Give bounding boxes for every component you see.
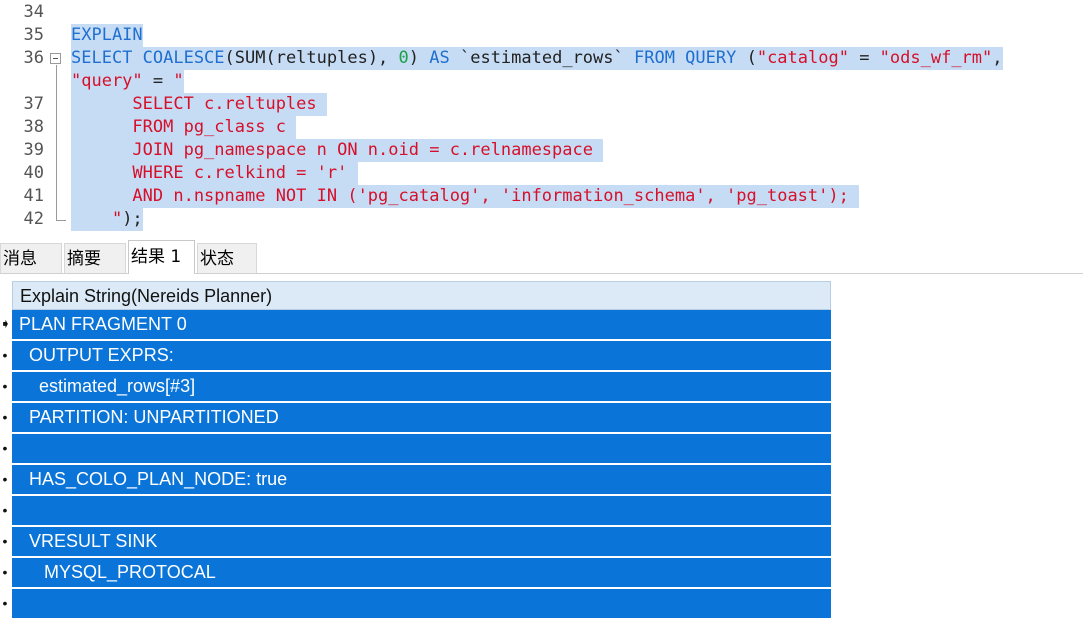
code-text: WHERE c.relkind = 'r' bbox=[71, 162, 358, 185]
code-token: "catalog" bbox=[756, 48, 849, 68]
code-token: "ods_wf_rm" bbox=[879, 48, 993, 68]
code-token: SELECT COALESCE bbox=[71, 48, 225, 68]
bullet-icon: • bbox=[2, 409, 8, 425]
table-row[interactable] bbox=[12, 589, 831, 619]
code-line[interactable]: 35 EXPLAIN bbox=[0, 24, 1083, 47]
table-row[interactable]: HAS_COLO_PLAN_NODE: true bbox=[12, 465, 831, 495]
table-row[interactable]: estimated_rows[#3] bbox=[12, 372, 831, 402]
line-number: 37 bbox=[23, 94, 44, 114]
code-token: EXPLAIN bbox=[71, 25, 143, 45]
code-token: FROM QUERY bbox=[633, 48, 737, 68]
code-line[interactable]: 38 FROM pg_class c bbox=[0, 116, 1083, 139]
arrow-right-icon: ➧ bbox=[0, 316, 11, 331]
code-token: " bbox=[71, 209, 123, 229]
fold-guide bbox=[56, 65, 57, 221]
code-token: `estimated_rows` bbox=[449, 48, 634, 68]
code-line[interactable]: 40 WHERE c.relkind = 'r' bbox=[0, 162, 1083, 185]
code-line[interactable]: 41 AND n.nspname NOT IN ('pg_catalog', '… bbox=[0, 185, 1083, 208]
code-token: ( bbox=[736, 48, 757, 68]
bullet-icon: • bbox=[2, 347, 8, 363]
code-token: 0 bbox=[398, 48, 409, 68]
code-token: = bbox=[848, 48, 880, 68]
code-text: SELECT c.reltuples bbox=[71, 93, 327, 116]
code-text: EXPLAIN bbox=[71, 24, 143, 47]
table-row[interactable] bbox=[12, 496, 831, 526]
bullet-icon: • bbox=[2, 533, 8, 549]
code-line[interactable]: 39 JOIN pg_namespace n ON n.oid = c.reln… bbox=[0, 139, 1083, 162]
code-line[interactable]: "query" = " bbox=[0, 70, 1083, 93]
bullet-icon: • bbox=[2, 564, 8, 580]
code-token: AS bbox=[429, 48, 450, 68]
code-text: AND n.nspname NOT IN ('pg_catalog', 'inf… bbox=[71, 185, 860, 208]
code-line[interactable]: 37 SELECT c.reltuples bbox=[0, 93, 1083, 116]
bullet-icon: • bbox=[2, 471, 8, 487]
code-text: "); bbox=[71, 208, 143, 231]
line-number: 41 bbox=[23, 186, 44, 206]
line-number: 42 bbox=[23, 209, 44, 229]
line-number: 36 bbox=[23, 48, 44, 68]
code-token: "query" bbox=[71, 71, 143, 91]
code-text: FROM pg_class c bbox=[71, 116, 297, 139]
code-token: " bbox=[173, 71, 184, 91]
table-row[interactable]: PARTITION: UNPARTITIONED bbox=[12, 403, 831, 433]
code-token: = bbox=[142, 71, 174, 91]
tab-0[interactable]: 消息 bbox=[0, 243, 62, 273]
bullet-icon: • bbox=[2, 378, 8, 394]
line-number: 39 bbox=[23, 140, 44, 160]
line-number: 34 bbox=[23, 2, 44, 22]
code-text: JOIN pg_namespace n ON n.oid = c.relname… bbox=[71, 139, 604, 162]
table-row[interactable] bbox=[12, 434, 831, 464]
code-token: FROM pg_class c bbox=[71, 117, 297, 137]
line-number: 40 bbox=[23, 163, 44, 183]
bullet-icon: • bbox=[2, 440, 8, 456]
code-token: AND n.nspname NOT IN ('pg_catalog', 'inf… bbox=[71, 186, 860, 206]
code-line[interactable]: 36 SELECT COALESCE(SUM(reltuples), 0) AS … bbox=[0, 47, 1083, 70]
line-number: 38 bbox=[23, 117, 44, 137]
bullet-icon: • bbox=[2, 502, 8, 518]
fold-toggle-icon[interactable] bbox=[50, 53, 61, 64]
code-token: ); bbox=[122, 209, 143, 229]
code-text: SELECT COALESCE(SUM(reltuples), 0) AS `e… bbox=[71, 47, 1003, 70]
code-line[interactable]: 34 bbox=[0, 1, 1083, 24]
table-row[interactable]: MYSQL_PROTOCAL bbox=[12, 558, 831, 588]
bullet-icon: • bbox=[2, 595, 8, 611]
table-row[interactable]: VRESULT SINK bbox=[12, 527, 831, 557]
tab-2[interactable]: 结果 1 bbox=[128, 240, 195, 274]
code-token: WHERE c.relkind = 'r' bbox=[71, 163, 358, 183]
code-token: ) bbox=[408, 48, 430, 68]
code-text: "query" = " bbox=[71, 70, 184, 93]
code-token: (SUM(reltuples), bbox=[224, 48, 399, 68]
tab-1[interactable]: 摘要 bbox=[64, 243, 126, 273]
fold-guide-end bbox=[56, 220, 66, 221]
code-line[interactable]: 42 "); bbox=[0, 208, 1083, 231]
column-header-explain-string[interactable]: Explain String(Nereids Planner) bbox=[12, 281, 831, 310]
code-token: , bbox=[992, 48, 1003, 68]
tab-3[interactable]: 状态 bbox=[197, 243, 257, 273]
table-row[interactable]: PLAN FRAGMENT 0 bbox=[12, 310, 831, 340]
code-token: SELECT c.reltuples bbox=[71, 94, 327, 114]
sql-editor[interactable]: 34 35 EXPLAIN 36 SELECT COALESCE(SUM(reltupl… bbox=[0, 0, 1083, 238]
line-number: 35 bbox=[23, 25, 44, 45]
code-token: JOIN pg_namespace n ON n.oid = c.relname… bbox=[71, 140, 604, 160]
table-row[interactable]: OUTPUT EXPRS: bbox=[12, 341, 831, 371]
